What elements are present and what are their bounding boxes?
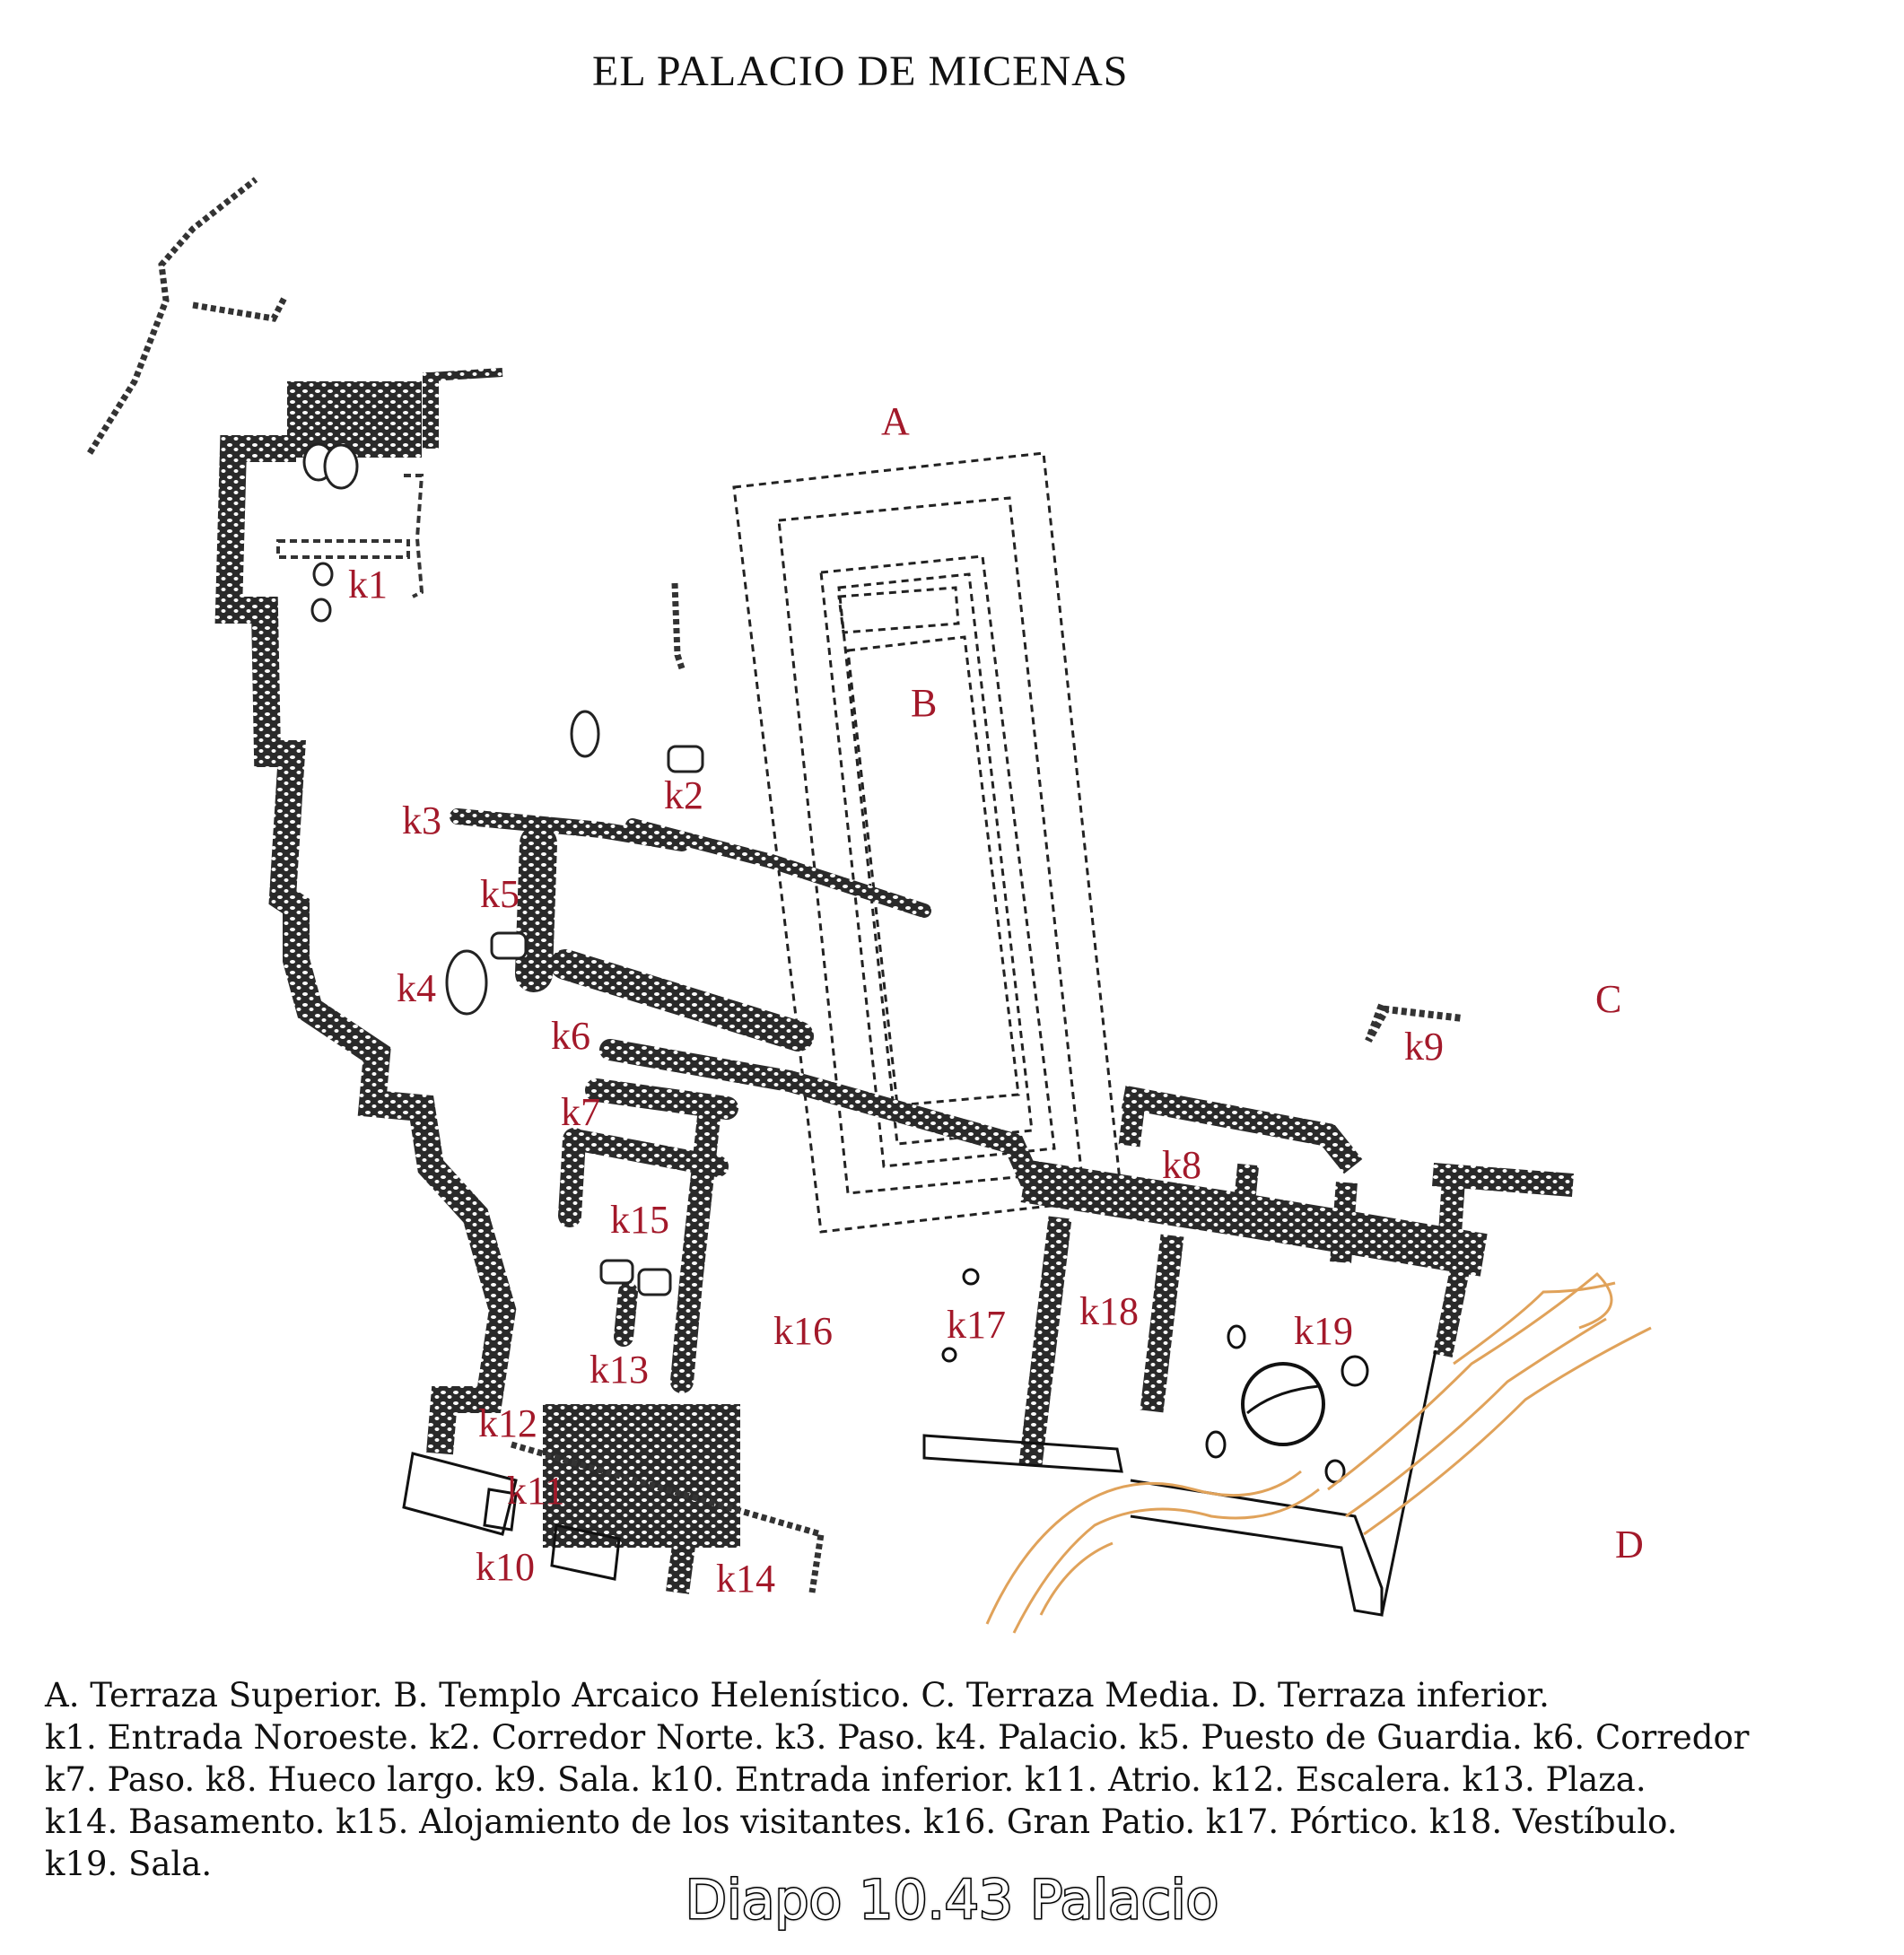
column-k19c (1205, 1430, 1227, 1459)
dashed-walls-k1 (276, 474, 424, 598)
label-k7: k7 (561, 1090, 600, 1134)
cistern (1241, 1362, 1325, 1446)
caption-line: k19. Sala. (45, 1845, 213, 1883)
entrance-k10 (402, 1452, 621, 1581)
slide-overlay-title: Diapo 10.43 Palacio (684, 1868, 1219, 1933)
wall-k14 (511, 1441, 825, 1593)
block-k4 (445, 949, 488, 1016)
label-k11: k11 (507, 1469, 565, 1513)
column-k19d (1324, 1459, 1346, 1484)
label-k10: k10 (476, 1545, 535, 1589)
wall-k1-top (430, 368, 503, 381)
block-k13a (599, 1259, 634, 1285)
label-k13: k13 (590, 1348, 649, 1392)
label-k9: k9 (1404, 1025, 1444, 1069)
label-k16: k16 (773, 1309, 833, 1353)
caption-line: k7. Paso. k8. Hueco largo. k9. Sala. k10… (45, 1760, 1646, 1799)
walls-k7-k15 (558, 1078, 738, 1393)
column-k17b (941, 1347, 957, 1363)
block-k5 (490, 931, 528, 960)
column-base-k1b (310, 598, 332, 623)
block-k13b (637, 1268, 672, 1296)
label-k6: k6 (551, 1014, 590, 1058)
block-k2b (667, 745, 704, 773)
label-b: B (911, 681, 938, 725)
label-k12: k12 (478, 1401, 537, 1445)
wall-fragment-k2 (671, 582, 686, 670)
column-k17 (962, 1268, 980, 1286)
outline-courtyard (922, 1349, 1437, 1617)
atrium-k11 (543, 1404, 740, 1548)
column-k19 (1227, 1324, 1246, 1349)
wall-west (214, 435, 517, 1455)
caption-line: k1. Entrada Noroeste. k2. Corredor Norte… (45, 1718, 1750, 1757)
label-c: C (1595, 977, 1622, 1021)
caption-line: A. Terraza Superior. B. Templo Arcaico H… (45, 1676, 1550, 1715)
column-base-k1 (312, 562, 334, 587)
block-k1 (287, 381, 422, 458)
page-title: EL PALACIO DE MICENAS (592, 48, 1129, 95)
column-k19b (1341, 1355, 1369, 1387)
label-k2: k2 (664, 773, 703, 817)
walls-k3-k6 (450, 808, 1043, 1195)
label-a: A (881, 399, 910, 443)
label-k14: k14 (716, 1557, 775, 1601)
wall-k14b (666, 1523, 698, 1594)
rock-outcrop (985, 1271, 1652, 1634)
label-k4: k4 (397, 966, 436, 1010)
label-k15: k15 (610, 1198, 669, 1242)
caption-line: k14. Basamento. k15. Alojamiento de los … (45, 1802, 1678, 1841)
label-k8: k8 (1162, 1143, 1201, 1187)
cistern-crack (1246, 1384, 1320, 1415)
label-k5: k5 (480, 872, 520, 916)
label-k3: k3 (402, 799, 441, 842)
walls-east (1018, 1085, 1574, 1467)
legend-caption: A. Terraza Superior. B. Templo Arcaico H… (45, 1674, 1884, 1885)
label-d: D (1615, 1523, 1644, 1567)
wall-k9 (1365, 1003, 1463, 1043)
stone-k1b (323, 443, 359, 490)
block-k2a (570, 710, 600, 758)
outer-wall-traces (87, 177, 289, 455)
label-k18: k18 (1079, 1289, 1139, 1333)
label-k1: k1 (348, 563, 388, 607)
label-k19: k19 (1294, 1309, 1353, 1353)
label-k17: k17 (947, 1303, 1006, 1347)
